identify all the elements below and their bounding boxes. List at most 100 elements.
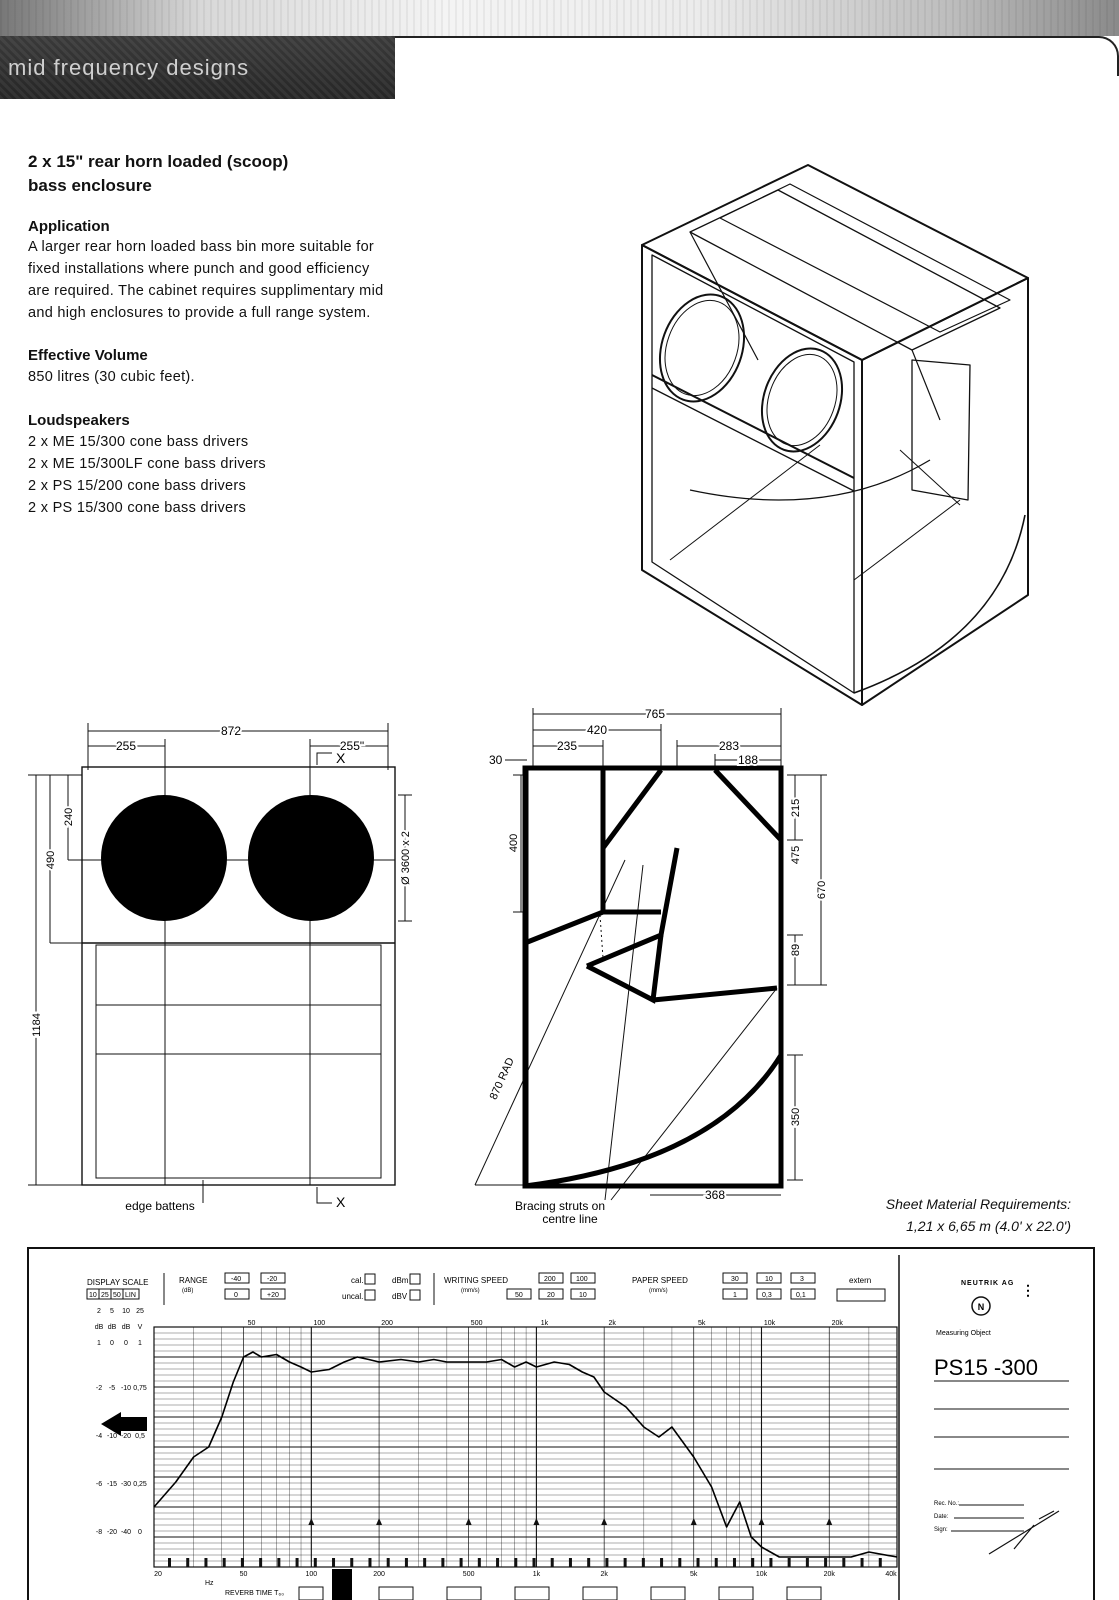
dim-400: 400 [508, 834, 520, 852]
tick-mark [878, 1558, 882, 1567]
scale-value: 0 [124, 1340, 128, 1347]
dim-283: 283 [719, 739, 739, 753]
application-line: and high enclosures to provide a full ra… [28, 305, 371, 321]
list-item: 2 x PS 15/300 cone bass drivers [28, 500, 247, 516]
freq-label-bottom: 1k [533, 1571, 541, 1578]
tick-mark [751, 1558, 755, 1567]
paper-speed-opt: 1 [733, 1292, 737, 1299]
tick-mark [386, 1558, 390, 1567]
label-writing-unit: (mm/s) [461, 1288, 480, 1294]
marker-arrow-icon [376, 1518, 383, 1525]
dim-870-rad: 870 RAD [488, 1056, 517, 1102]
freq-label-top: 200 [381, 1320, 393, 1327]
dim-188: 188 [738, 753, 758, 767]
marker-arrow-icon [826, 1518, 833, 1525]
chart-series [153, 1351, 898, 1558]
list-item: 2 x ME 15/300 cone bass drivers [28, 434, 249, 450]
unit-head: V [138, 1324, 143, 1331]
display-scale-opt: 50 [113, 1292, 121, 1299]
tick-mark [186, 1558, 190, 1567]
freq-label-bottom: 2k [600, 1571, 608, 1578]
marker-arrow-icon [758, 1518, 765, 1525]
marker-arrow-icon [465, 1518, 472, 1525]
label-reverb-time: REVERB TIME T₆₀ [225, 1590, 284, 1597]
list-item: 2 x PS 15/200 cone bass drivers [28, 478, 247, 494]
tick-mark [441, 1558, 445, 1567]
tick-mark [222, 1558, 226, 1567]
tick-mark [787, 1558, 791, 1567]
dim-872: 872 [221, 724, 241, 738]
header-texture [0, 0, 1119, 36]
application-line: are required. The cabinet requires suppl… [28, 283, 384, 299]
tick-mark [714, 1558, 718, 1567]
scale-value: -15 [107, 1481, 117, 1488]
label-dbv: dBV [392, 1292, 408, 1301]
label-sign: Sign: [934, 1527, 948, 1533]
handwritten-signature [988, 1510, 1060, 1555]
section-tab-label: mid frequency designs [8, 54, 250, 80]
label-hz: Hz [205, 1580, 214, 1587]
label-display-scale: DISPLAY SCALE [87, 1278, 149, 1287]
writing-speed-opt: 200 [544, 1276, 556, 1283]
range-opt: +20 [267, 1292, 279, 1299]
freq-label-top: 1k [541, 1320, 549, 1327]
label-uncal: uncal. [342, 1292, 363, 1301]
tick-mark [623, 1558, 627, 1567]
dim-490: 490 [45, 851, 57, 869]
freq-label-top: 2k [608, 1320, 616, 1327]
paper-speed-opt: 10 [765, 1276, 773, 1283]
scale-value: -4 [96, 1433, 102, 1440]
range-opt: -20 [267, 1276, 277, 1283]
measuring-object-value: PS15 -300 [934, 1355, 1038, 1380]
label-measuring-object: Measuring Object [936, 1330, 991, 1337]
sheet-material-note: Sheet Material Requirements: 1,21 x 6,65… [886, 1193, 1071, 1237]
display-scale-opt: 25 [101, 1292, 109, 1299]
dim-89: 89 [790, 944, 802, 956]
freq-label-bottom: 200 [373, 1571, 385, 1578]
tick-mark [259, 1558, 263, 1567]
scale-value: 1 [97, 1340, 101, 1347]
writing-speed-opt: 100 [576, 1276, 588, 1283]
unit-head: dB [108, 1324, 117, 1331]
tick-mark [332, 1558, 336, 1567]
marker-arrow-icon [533, 1518, 540, 1525]
freq-label-top: 20k [832, 1320, 844, 1327]
scale-value: -6 [96, 1481, 102, 1488]
driver-circle-right [248, 795, 374, 921]
tick-mark [842, 1558, 846, 1567]
scale-value: -5 [109, 1385, 115, 1392]
scale-value: 1 [138, 1340, 142, 1347]
volume-text: 850 litres (30 cubic feet). [28, 369, 195, 385]
freq-label-bottom: 5k [690, 1571, 698, 1578]
label-extern: extern [849, 1276, 871, 1285]
paper-speed-opt: 30 [731, 1276, 739, 1283]
title-line-1: 2 x 15" rear horn loaded (scoop) [28, 152, 289, 171]
marker-arrow-icon [601, 1518, 608, 1525]
freq-label-top: 10k [764, 1320, 776, 1327]
tick-mark [678, 1558, 682, 1567]
label-writing-speed: WRITING SPEED [444, 1276, 508, 1285]
dim-255-left: 255 [116, 739, 136, 753]
cabinet-top [641, 164, 1029, 361]
level-arrow-icon [101, 1412, 147, 1436]
tick-mark [496, 1558, 500, 1567]
list-item: 2 x ME 15/300LF cone bass drivers [28, 456, 266, 472]
unit-head: dB [95, 1324, 104, 1331]
tick-mark [350, 1558, 354, 1567]
scale-value: 0 [138, 1529, 142, 1536]
tick-mark [550, 1558, 554, 1567]
freq-label-top: 5k [698, 1320, 706, 1327]
frequency-response-sheet: DISPLAY SCALE RANGE (dB) cal. uncal. dBm… [27, 1247, 1095, 1600]
tick-mark [805, 1558, 809, 1567]
tick-mark [769, 1558, 773, 1567]
title-line-2: bass enclosure [28, 176, 152, 195]
range-opt: 0 [234, 1292, 238, 1299]
driver-cutout-right [760, 347, 844, 453]
tick-mark [532, 1558, 536, 1567]
freq-label-bottom: 100 [305, 1571, 317, 1578]
scale-head: 10 [122, 1308, 130, 1315]
marker-arrow-icon [308, 1518, 315, 1525]
label-dbm: dBm [392, 1276, 409, 1285]
freq-label-bottom: 40k [885, 1571, 897, 1578]
